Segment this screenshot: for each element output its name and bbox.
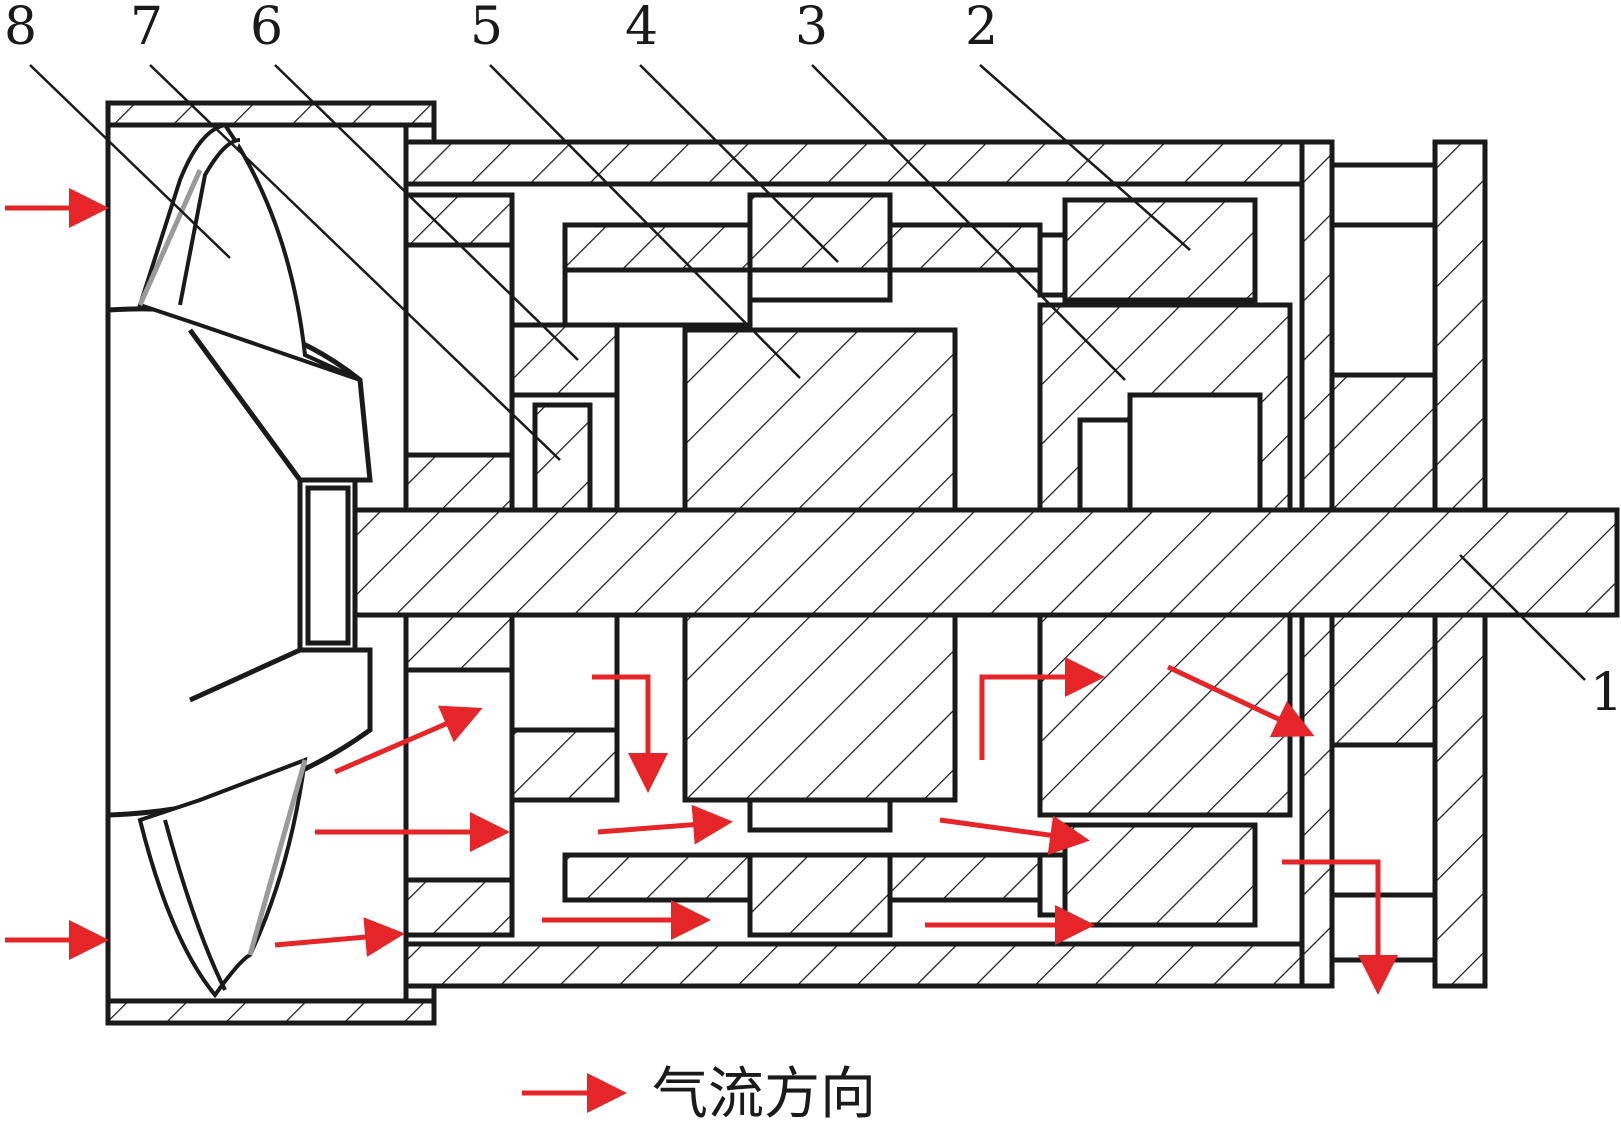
leader-1 bbox=[1459, 554, 1586, 681]
label-8: 8 bbox=[4, 0, 37, 57]
label-5: 5 bbox=[470, 0, 503, 57]
legend-label: 气流方向 bbox=[652, 1062, 876, 1127]
flow-arrow-gap-1 bbox=[597, 804, 733, 845]
part-labels: 8 7 6 5 4 3 2 1 bbox=[4, 0, 1621, 723]
leader-4 bbox=[639, 64, 839, 263]
fan-impeller bbox=[105, 122, 373, 999]
flow-arrow-outlet bbox=[1282, 859, 1398, 995]
right-bearing-assembly bbox=[1037, 197, 1293, 928]
flow-arrow-stator-right bbox=[939, 815, 1090, 856]
leader-7 bbox=[149, 64, 561, 461]
leader-5 bbox=[489, 64, 801, 379]
flow-arrow-stator-up bbox=[979, 657, 1105, 760]
label-7: 7 bbox=[130, 0, 163, 57]
airflow-arrows bbox=[5, 188, 1398, 995]
bearing-seat bbox=[509, 322, 620, 803]
label-2: 2 bbox=[965, 0, 998, 57]
leader-2 bbox=[979, 64, 1191, 251]
flow-arrow-fan-up bbox=[334, 705, 483, 775]
leader-lines bbox=[29, 64, 1586, 681]
legend: 气流方向 bbox=[522, 1062, 876, 1127]
flow-arrow-bearing-diag bbox=[1166, 664, 1315, 738]
leader-8 bbox=[29, 64, 231, 259]
leader-3 bbox=[811, 64, 1126, 381]
label-4: 4 bbox=[625, 0, 658, 57]
shaft bbox=[352, 507, 1620, 618]
label-1: 1 bbox=[1590, 663, 1621, 723]
flow-arrow-fan-low bbox=[274, 917, 405, 957]
flow-arrow-seat-down bbox=[592, 674, 668, 793]
leader-6 bbox=[274, 64, 579, 361]
label-3: 3 bbox=[795, 0, 828, 57]
label-6: 6 bbox=[250, 0, 283, 57]
